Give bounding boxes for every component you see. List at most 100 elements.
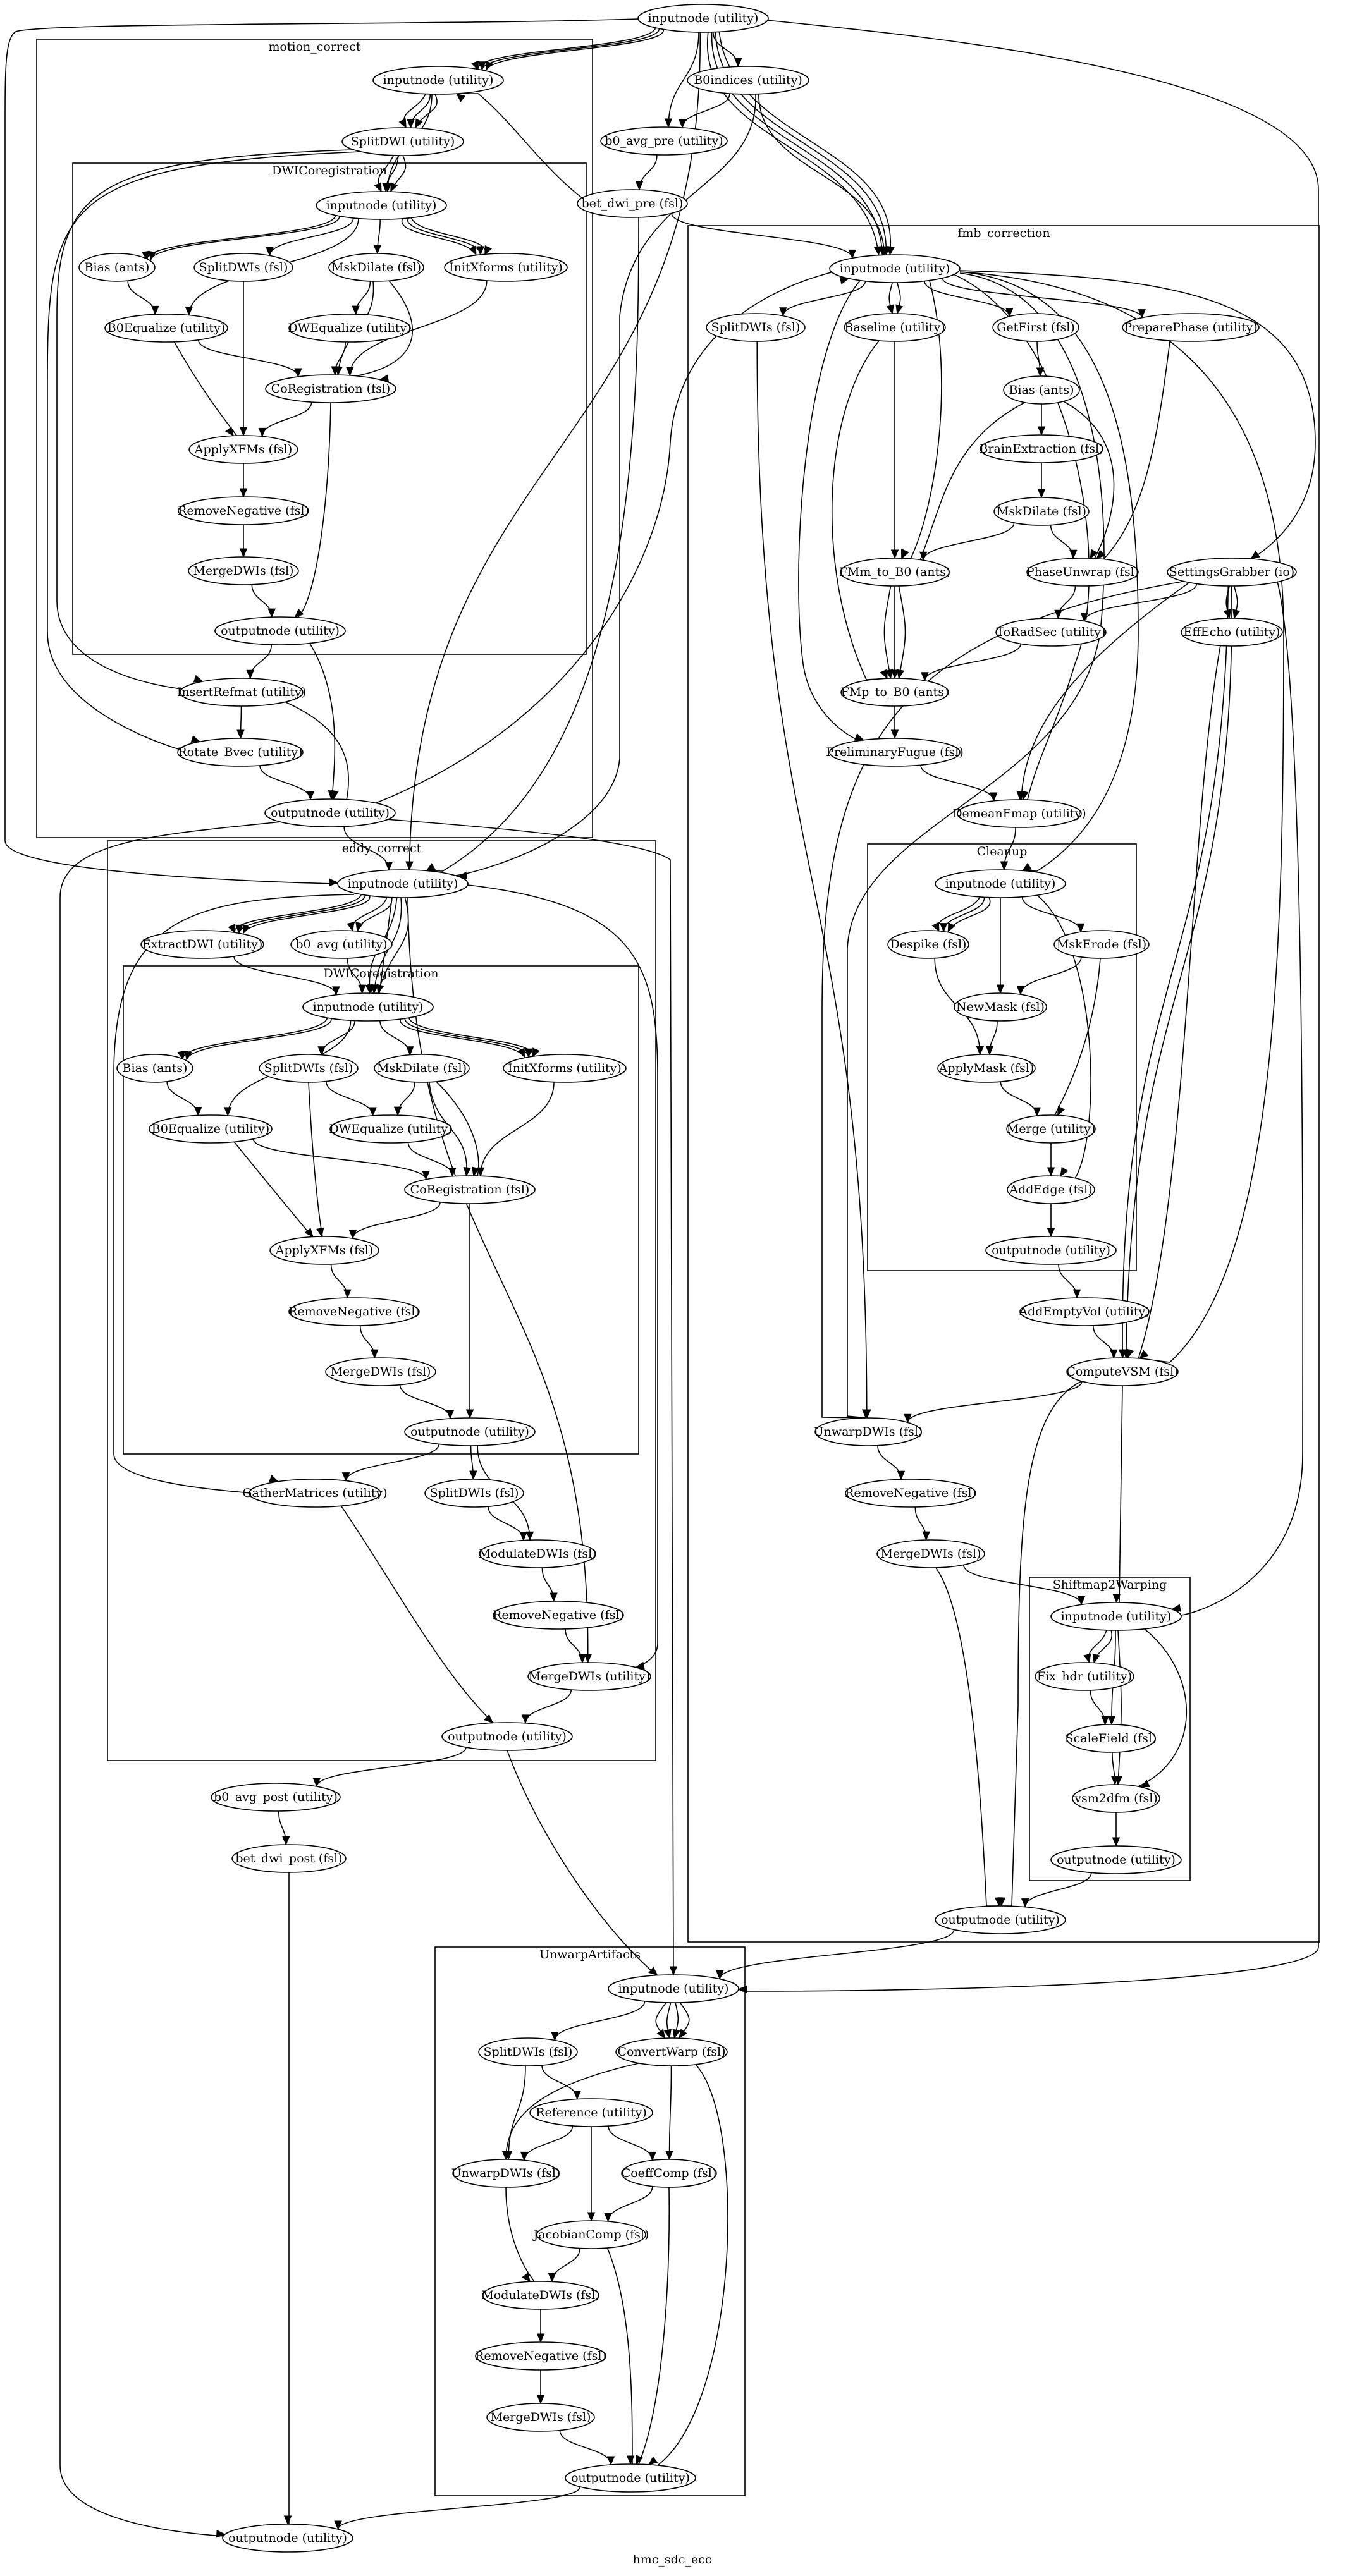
node-fmb-mskdil[interactable]: MskDilate (fsl) [993,497,1090,526]
node-ecd-coreg[interactable]: CoRegistration (fsl) [404,1175,536,1204]
node-label: SplitDWIs (fsl) [199,260,288,274]
edge-ua-unwarp-to-ua-mod [505,2187,536,2283]
node-ec-out[interactable]: outputnode (utility) [441,1722,573,1751]
node-cl-newmask[interactable]: NewMask (fsl) [954,992,1047,1022]
node-label: RemoveNegative (fsl) [845,1486,976,1500]
node-ec-split[interactable]: SplitDWIs (fsl) [424,1479,524,1508]
node-ec-gather[interactable]: GatherMatrices (utility) [242,1479,388,1508]
node-ua-unwarp[interactable]: UnwarpDWIs (fsl) [451,2159,561,2188]
node-ua-mod[interactable]: ModulateDWIs (fsl) [481,2281,600,2310]
node-ec-merge[interactable]: MergeDWIs (utility) [527,1662,651,1691]
edge-ec-out-to-b0avgpost [312,1747,467,1788]
node-mc-rot[interactable]: Rotate_Bvec (utility) [177,738,304,767]
node-sh-fixhdr[interactable]: Fix_hdr (utility) [1035,1662,1134,1691]
node-fmb-brain[interactable]: BrainExtraction (fsl) [979,434,1104,463]
node-final-out[interactable]: outputnode (utility) [222,2524,353,2553]
node-ec-in[interactable]: inputnode (utility) [337,869,469,898]
edge-mc-out-to-ua-in [385,819,678,1976]
node-fmb-addempty[interactable]: AddEmptyVol (utility) [1018,1297,1150,1326]
node-ecd-b0eq[interactable]: B0Equalize (utility) [149,1114,273,1144]
node-fmb-bias[interactable]: Bias (ants) [1003,375,1080,405]
node-ecd-apply[interactable]: ApplyXFMs (fsl) [269,1236,379,1265]
node-ua-in[interactable]: inputnode (utility) [608,1974,739,2003]
node-ecd-initx[interactable]: InitXforms (utility) [503,1054,627,1083]
node-ua-convert[interactable]: ConvertWarp (fsl) [615,2037,728,2066]
node-fmb-phase[interactable]: PhaseUnwrap (fsl) [1026,558,1139,587]
node-mcd-mskdil[interactable]: MskDilate (fsl) [328,253,424,282]
node-ua-ref[interactable]: Reference (utility) [529,2098,653,2127]
node-mc-insref[interactable]: InsertRefmat (utility) [177,678,306,707]
node-mcd-apply[interactable]: ApplyXFMs (fsl) [188,435,298,464]
node-ecd-remneg[interactable]: RemoveNegative (fsl) [288,1297,420,1326]
node-fmb-base[interactable]: Baseline (utility) [844,313,946,342]
node-in-top[interactable]: inputnode (utility) [637,4,769,33]
node-fmb-merge[interactable]: MergeDWIs (fsl) [876,1539,985,1568]
node-betpost[interactable]: bet_dwi_post (fsl) [231,1844,347,1873]
node-ua-coeff[interactable]: CoeffComp (fsl) [621,2159,717,2188]
node-cl-applymask[interactable]: ApplyMask (fsl) [937,1054,1036,1083]
node-ua-merge[interactable]: MergeDWIs (fsl) [486,2403,595,2432]
node-ecd-in[interactable]: inputnode (utility) [302,992,434,1022]
node-ecd-merge[interactable]: MergeDWIs (fsl) [325,1357,436,1386]
node-ec-mod[interactable]: ModulateDWIs (fsl) [478,1539,597,1568]
node-cl-mskerode[interactable]: MskErode (fsl) [1053,930,1150,959]
edge-b0idx-to-fmb-in [758,94,888,256]
node-fmb-remneg[interactable]: RemoveNegative (fsl) [845,1479,976,1508]
node-mcd-bias[interactable]: Bias (ants) [78,253,156,282]
node-sh-vsm2dfm[interactable]: vsm2dfm (fsl) [1072,1784,1160,1813]
node-ua-split[interactable]: SplitDWIs (fsl) [478,2037,578,2066]
node-mc-in[interactable]: inputnode (utility) [372,66,504,95]
node-ua-out[interactable]: outputnode (utility) [565,2463,696,2493]
node-fmb-vsm[interactable]: ComputeVSM (fsl) [1066,1357,1179,1386]
node-ua-remneg[interactable]: RemoveNegative (fsl) [475,2341,606,2371]
node-mc-out[interactable]: outputnode (utility) [264,798,396,827]
node-ecd-out[interactable]: outputnode (utility) [404,1417,536,1446]
cluster-c-ec: eddy_correct [107,840,656,1761]
node-sh-out[interactable]: outputnode (utility) [1050,1845,1182,1874]
node-fmb-demean[interactable]: DemeanFmap (utility) [952,799,1086,828]
node-fmb-effecho[interactable]: EffEcho (utility) [1181,618,1283,647]
node-fmb-fmp[interactable]: FMp_to_B0 (ants) [840,678,949,707]
node-mcd-dweq[interactable]: DWEqualize (utility) [288,314,412,343]
node-ec-extract[interactable]: ExtractDWI (utility) [140,930,264,959]
node-ecd-bias[interactable]: Bias (ants) [116,1054,193,1083]
node-mcd-in[interactable]: inputnode (utility) [316,191,447,220]
node-betpre[interactable]: bet_dwi_pre (fsl) [577,189,688,218]
node-mcd-remneg[interactable]: RemoveNegative (fsl) [178,496,309,525]
node-mc-split[interactable]: SplitDWI (utility) [341,127,464,156]
node-sh-in[interactable]: inputnode (utility) [1050,1602,1182,1631]
node-ecd-mskdil[interactable]: MskDilate (fsl) [374,1054,470,1083]
node-label: RemoveNegative (fsl) [493,1608,624,1622]
node-ua-jac[interactable]: JacobianComp (fsl) [532,2220,649,2249]
node-fmb-toradsec[interactable]: ToRadSec (utility) [995,618,1107,647]
node-fmb-unwarp[interactable]: UnwarpDWIs (fsl) [814,1417,923,1446]
node-mcd-merge[interactable]: MergeDWIs (fsl) [188,556,299,585]
node-fmb-in[interactable]: inputnode (utility) [829,254,961,283]
edge-betpre-to-fmb-in [671,213,857,259]
node-cl-out[interactable]: outputnode (utility) [985,1236,1117,1265]
node-mcd-coreg[interactable]: CoRegistration (fsl) [265,374,396,403]
node-sh-scale[interactable]: ScaleField (fsl) [1066,1724,1157,1753]
node-ec-remneg[interactable]: RemoveNegative (fsl) [493,1601,624,1630]
node-cl-addedge[interactable]: AddEdge (fsl) [1007,1175,1095,1204]
node-fmb-split[interactable]: SplitDWIs (fsl) [706,313,806,342]
node-mcd-initx[interactable]: InitXforms (utility) [444,253,568,282]
node-ecd-dweq[interactable]: DWEqualize (utility) [329,1114,453,1144]
node-ecd-splitdwis[interactable]: SplitDWIs (fsl) [259,1054,359,1083]
node-cl-despike[interactable]: Despike (fsl) [887,930,969,959]
node-cl-in[interactable]: inputnode (utility) [935,869,1066,898]
node-b0idx[interactable]: B0indices (utility) [687,66,809,95]
node-fmb-out[interactable]: outputnode (utility) [935,1905,1066,1934]
node-fmb-fmm[interactable]: FMm_to_B0 (ants) [839,558,951,587]
node-mcd-b0eq[interactable]: B0Equalize (utility) [104,314,228,343]
node-fmb-prelim[interactable]: PreliminaryFugue (fsl) [826,738,964,767]
node-fmb-settings[interactable]: SettingsGrabber (io) [1167,558,1297,587]
node-mcd-out[interactable]: outputnode (utility) [214,616,346,645]
node-mcd-splitdwis[interactable]: SplitDWIs (fsl) [193,253,293,282]
node-fmb-getfirst[interactable]: GetFirst (fsl) [992,313,1079,342]
node-cl-merge[interactable]: Merge (utility) [1006,1114,1096,1144]
node-fmb-prep[interactable]: PreparePhase (utility) [1122,313,1260,342]
node-ec-b0avg[interactable]: b0_avg (utility) [290,930,393,959]
node-b0avgpost[interactable]: b0_avg_post (utility) [211,1783,341,1812]
node-b0avgpre[interactable]: b0_avg_pre (utility) [600,126,728,156]
